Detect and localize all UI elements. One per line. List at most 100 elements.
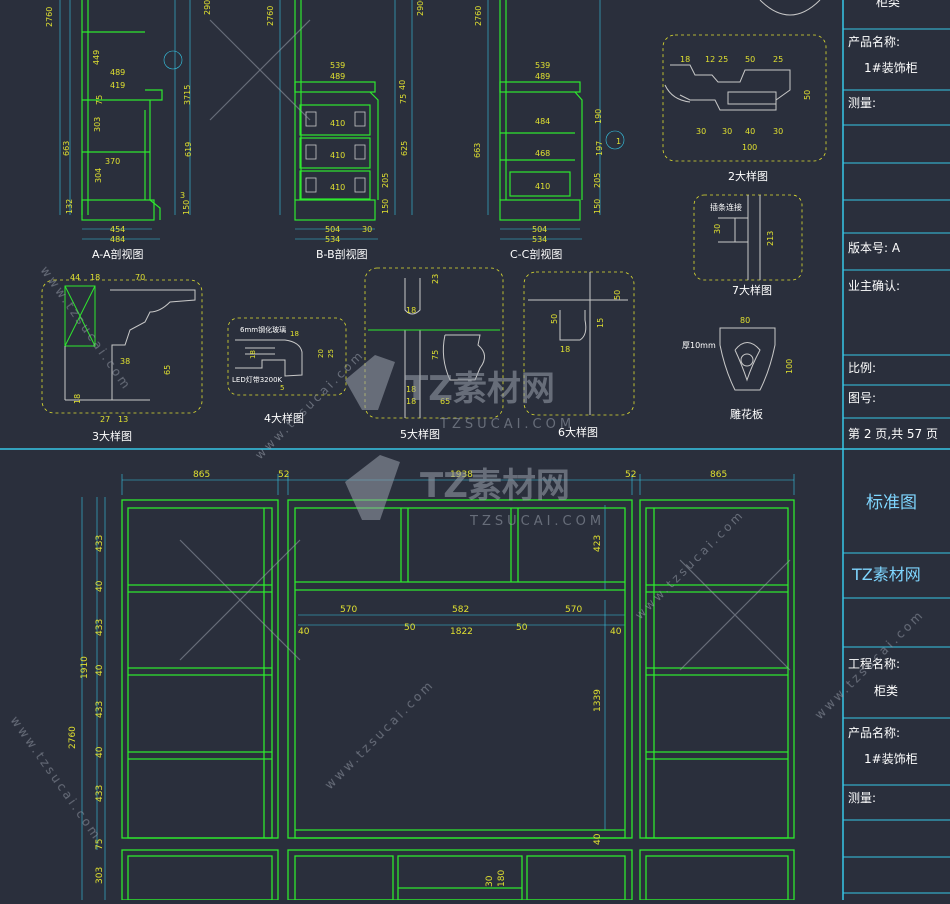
detail-5-title: 5大样图	[400, 427, 440, 441]
dimension-label: 18	[90, 273, 100, 282]
detail-2-title: 2大样图	[728, 169, 768, 183]
tb-top-owner-label: 业主确认:	[848, 279, 900, 293]
dimension-label: 30	[696, 127, 706, 136]
dimension-label: 534	[532, 235, 547, 244]
dimension-label: 20	[317, 349, 325, 358]
tb-top-survey-label: 测量:	[848, 96, 876, 110]
dimension-label: 150	[381, 199, 390, 214]
dimension-label: www.tzsucai.com	[632, 507, 747, 622]
dimension-label: 423	[593, 535, 603, 552]
dimension-label: 厚10mm	[682, 341, 716, 350]
dimension-label: 213	[766, 231, 775, 246]
dimension-label: www.tzsucai.com	[252, 347, 367, 462]
dimension-label: 2760	[474, 6, 483, 26]
section-aa: 2760 489 419 370 454 484 663 449 75 303 …	[45, 0, 212, 261]
dimension-label: 865	[193, 470, 210, 480]
dimension-label: 50	[404, 623, 416, 633]
dimension-label: 619	[184, 142, 193, 157]
tb-top-drawing-no-label: 图号:	[848, 391, 876, 405]
dimension-label: 410	[330, 151, 345, 160]
dimension-label: 25	[718, 55, 728, 64]
dimension-label: 205	[381, 173, 390, 188]
dimension-label: 582	[452, 605, 469, 615]
detail-6-title: 6大样图	[558, 425, 598, 439]
dimension-label: 570	[565, 605, 582, 615]
dimension-label: 25	[773, 55, 783, 64]
dimension-label: 1822	[450, 627, 473, 637]
dimension-label: 1938	[450, 470, 473, 480]
dimension-label: 18	[680, 55, 690, 64]
dimension-label: 6mm钢化玻璃	[240, 325, 286, 334]
dimension-label: 625	[400, 141, 409, 156]
tb-top-scale-label: 比例:	[848, 361, 876, 375]
dimension-label: 30	[713, 224, 722, 234]
tb-bottom-survey-label: 测量:	[848, 791, 876, 805]
dimension-label: 38	[120, 357, 130, 366]
dimension-label: 410	[330, 119, 345, 128]
section-bb-title: B-B剖视图	[316, 247, 368, 261]
dimension-label: 27	[100, 415, 110, 424]
dimension-label: 2760	[266, 6, 275, 26]
dimension-label: 150	[182, 200, 191, 215]
dimension-label: 410	[330, 183, 345, 192]
dimension-label: www.tzsucai.com	[38, 264, 135, 394]
dimension-label: 12	[705, 55, 715, 64]
dimension-label: 197	[595, 141, 604, 156]
dimension-label: 40	[593, 833, 603, 845]
dimension-label: 570	[340, 605, 357, 615]
dimension-label: 303	[93, 117, 102, 132]
dimension-label: 23	[431, 274, 440, 284]
detail-7: 插条连接 30 213 7大样图	[693, 194, 803, 297]
dimension-label: 1	[616, 137, 621, 146]
dimension-label: 489	[535, 72, 550, 81]
dimension-label: 433	[95, 535, 105, 552]
dimension-label: 18	[406, 385, 416, 394]
watermark-logo-icon	[345, 355, 400, 520]
dimension-label: 30	[362, 225, 372, 234]
dimension-label: 75	[431, 350, 440, 360]
dimension-label: 18	[290, 330, 299, 338]
dimension-label: 52	[625, 470, 636, 480]
dimension-label: 484	[535, 117, 550, 126]
dimension-label: 663	[62, 141, 71, 156]
dimension-label: 40	[95, 746, 105, 758]
detail-4-title: 4大样图	[264, 411, 304, 425]
dimension-label: 865	[710, 470, 727, 480]
dimension-label: 50	[550, 314, 559, 324]
detail-2: 18 12 25 50 25 30 30 40 30 100 50 2大样图	[662, 34, 827, 183]
dimension-label: 370	[105, 157, 120, 166]
dimension-label: 50	[803, 90, 812, 100]
tb-bottom-project-label: 工程名称:	[848, 656, 900, 671]
dimension-label: 40	[95, 664, 105, 676]
dimension-label: 489	[110, 68, 125, 77]
dimension-label: 40	[398, 80, 407, 90]
dimension-label: 30	[485, 875, 495, 887]
dimension-label: 40	[95, 580, 105, 592]
detail-6: 50 15 18 50 6大样图	[523, 271, 635, 439]
tb-bottom-product-label: 产品名称:	[848, 725, 900, 740]
detail-5: 23 18 75 18 65 18 5大样图	[364, 267, 504, 441]
dimension-label: 30	[722, 127, 732, 136]
tb-bottom-product-value: 1#装饰柜	[864, 752, 918, 766]
dimension-label: 433	[95, 619, 105, 636]
dimension-label: 180	[497, 870, 507, 887]
dimension-label: 40	[610, 627, 622, 637]
dimension-label: 插条连接	[710, 202, 742, 212]
dimension-label: 468	[535, 149, 550, 158]
dimension-label: 449	[92, 50, 101, 65]
tb-top-project-value: 柜类	[876, 0, 900, 9]
dimension-label: 75	[399, 94, 408, 104]
dimension-label: 2900	[203, 0, 212, 15]
dimension-label: 410	[535, 182, 550, 191]
section-aa-title: A-A剖视图	[92, 247, 144, 261]
dimension-label: 205	[593, 173, 602, 188]
dimension-label: www.tzsucai.com	[322, 677, 437, 792]
dimension-label: 2900	[416, 0, 425, 16]
dimension-label: 18	[560, 345, 570, 354]
dimension-label: 18	[406, 397, 416, 406]
section-bb: 2760 539 489 410 410 410 504 534 2900 40…	[266, 0, 425, 261]
dimension-label: 65	[163, 365, 172, 375]
dimension-label: www.tzsucai.com	[812, 607, 927, 722]
dimension-label: 65	[440, 397, 450, 406]
